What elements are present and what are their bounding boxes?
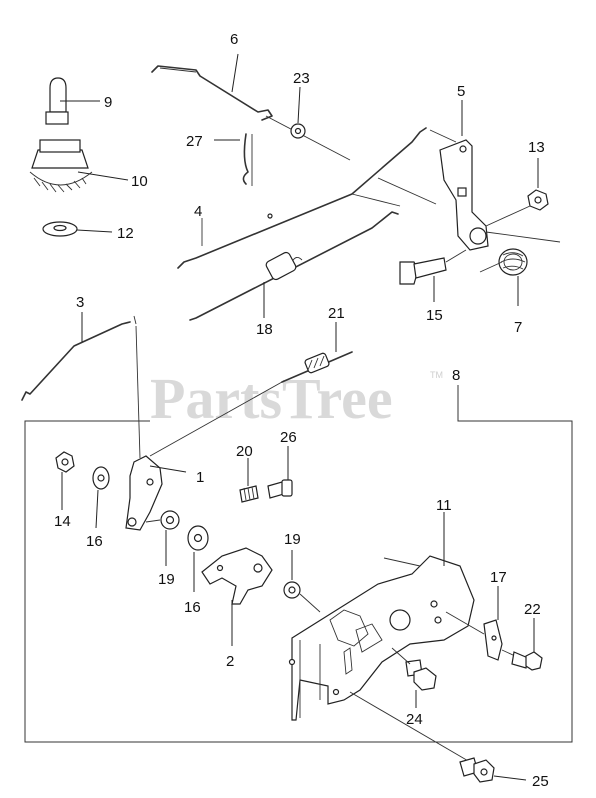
part-25-bolt[interactable] [459,757,527,783]
part-16-washer-middle[interactable] [187,525,209,592]
part-24-bolt[interactable] [391,647,437,708]
callout-4: 4 [194,203,202,220]
part-26-screw[interactable] [267,446,293,499]
watermark: PartsTree [150,366,393,431]
callout-7: 7 [514,319,522,336]
callout-19-right: 19 [284,531,301,548]
callout-25: 25 [532,773,549,790]
callout-3: 3 [76,294,84,311]
part-20-bolt[interactable] [239,458,259,503]
part-18-link-spring[interactable] [189,211,399,321]
part-1-lever[interactable] [125,455,187,531]
callout-10: 10 [131,173,148,190]
watermark-tm: TM [430,370,443,380]
callout-21: 21 [328,305,345,322]
callout-27: 27 [186,133,203,150]
part-5-lever-bracket[interactable] [377,100,561,251]
callout-23: 23 [293,70,310,87]
part-14-nut[interactable] [55,451,75,510]
part-2-lever-plate[interactable] [201,547,273,646]
callout-17: 17 [490,569,507,586]
callout-16-middle: 16 [184,599,201,616]
part-4-governor-rod[interactable] [177,127,427,269]
part-10-governor-dial[interactable] [29,139,129,193]
part-21-spring-rod[interactable] [149,322,353,457]
part-19-washer-right[interactable] [283,550,321,613]
callout-13: 13 [528,139,545,156]
callout-26: 26 [280,429,297,446]
part-22-screw[interactable] [501,618,543,671]
part-13-nut[interactable] [485,158,549,227]
assembly-frame [24,385,573,743]
callout-15: 15 [426,307,443,324]
callout-20: 20 [236,443,253,460]
part-27-clip[interactable] [214,133,253,186]
callout-16-left: 16 [86,533,103,550]
part-16-washer-left[interactable] [92,466,110,529]
callout-18: 18 [256,321,273,338]
part-7-spring[interactable] [479,248,528,306]
callout-14: 14 [54,513,71,530]
callout-8: 8 [452,367,460,384]
callout-5: 5 [457,83,465,100]
callout-9: 9 [104,94,112,111]
callout-22: 22 [524,601,541,618]
part-23-washer[interactable] [290,86,306,139]
callout-1: 1 [196,469,204,486]
part-11-control-bracket[interactable] [288,512,475,763]
callout-12: 12 [117,225,134,242]
part-6-governor-shaft[interactable] [151,53,351,161]
part-3-rod[interactable] [21,312,141,459]
part-15-pivot-bolt[interactable] [399,249,467,302]
callout-19-left: 19 [158,571,175,588]
part-12-washer[interactable] [42,221,113,237]
part-19-washer-left[interactable] [145,510,180,566]
callout-2: 2 [226,653,234,670]
callout-6: 6 [230,31,238,48]
part-17-clip[interactable] [445,586,503,661]
callout-24: 24 [406,711,423,728]
part-9-knob[interactable] [45,77,100,125]
callout-11: 11 [436,497,452,514]
